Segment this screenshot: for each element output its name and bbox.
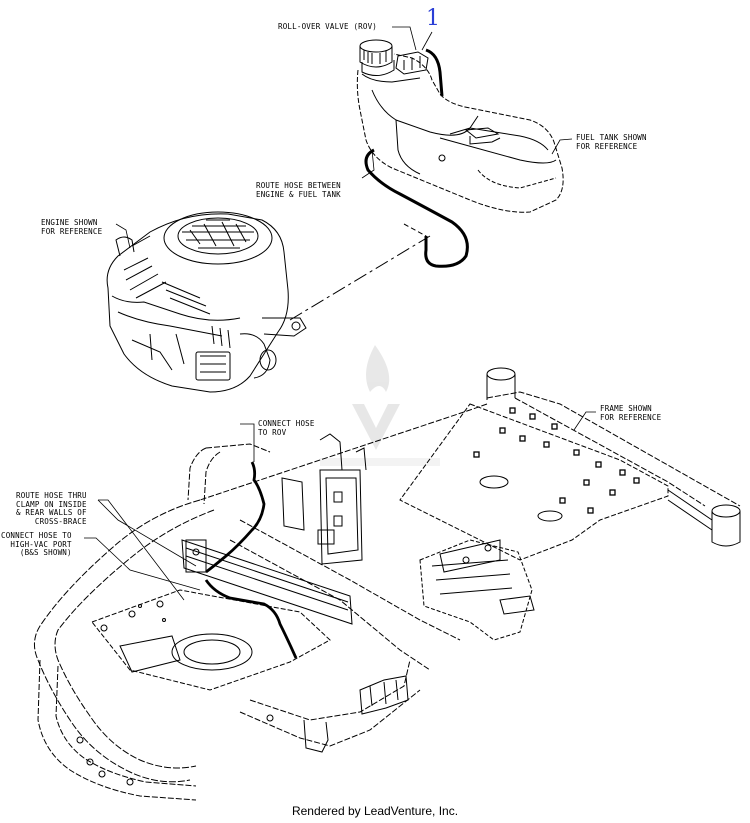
watermark-logo	[320, 345, 440, 466]
connect-vac-label: CONNECT HOSE TO HIGH-VAC PORT (B&S SHOWN…	[1, 531, 72, 557]
fuel-tank-label: FUEL TANK SHOWN FOR REFERENCE	[576, 133, 647, 151]
leader-lines	[84, 26, 596, 601]
route-hose-label: ROUTE HOSE BETWEEN ENGINE & FUEL TANK	[256, 181, 341, 199]
frame-label: FRAME SHOWN FOR REFERENCE	[600, 404, 662, 422]
frame-vent-hose	[204, 461, 298, 659]
fuel-tank-drawing	[356, 39, 564, 213]
engine-drawing	[106, 211, 307, 393]
route-thru-label: ROUTE HOSE THRU CLAMP ON INSIDE & REAR W…	[16, 491, 87, 526]
frame-drawing	[34, 367, 741, 801]
rov-label: ROLL-OVER VALVE (ROV)	[278, 22, 378, 31]
callout-number-1[interactable]: 1	[426, 6, 440, 31]
reference-line	[289, 235, 431, 321]
footer-credit: Rendered by LeadVenture, Inc.	[291, 804, 459, 818]
engine-label: ENGINE SHOWN FOR REFERENCE	[41, 218, 103, 236]
fuel-vent-hose	[364, 48, 469, 268]
connect-rov-label: CONNECT HOSE TO ROV	[258, 419, 315, 437]
